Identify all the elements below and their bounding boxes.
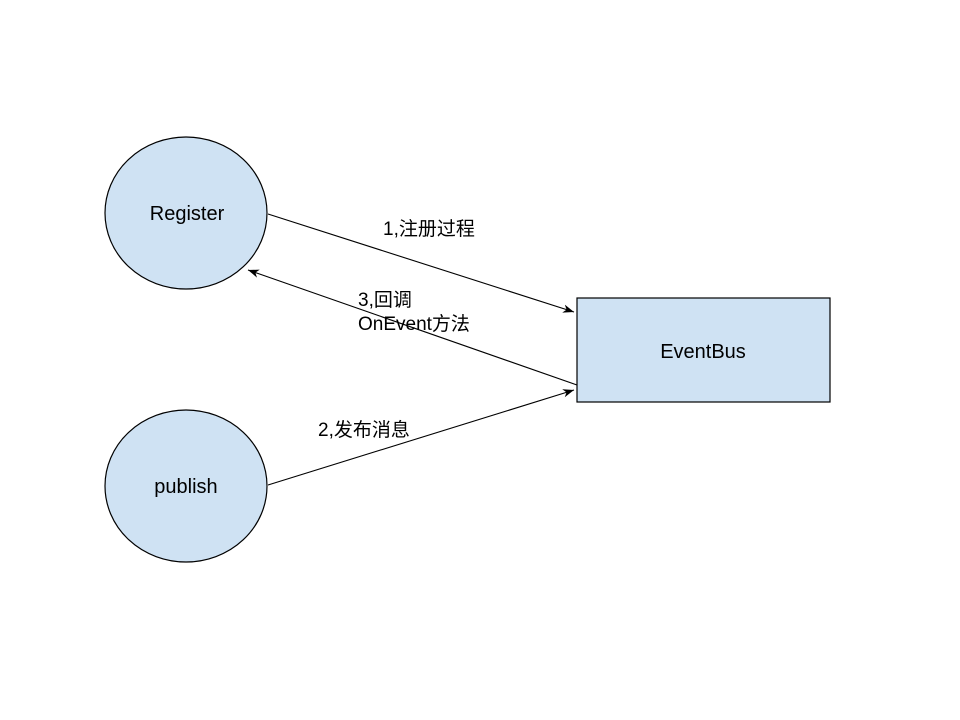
node-publish-shape — [104, 409, 268, 563]
node-register-label: Register — [150, 203, 225, 225]
node-eventbus-label: EventBus — [660, 341, 746, 363]
edge-3-label-line1: 3,回调 — [358, 289, 412, 311]
node-eventbus-shape — [576, 297, 831, 403]
edge-publish-to-eventbus — [267, 389, 575, 486]
node-register-shape — [104, 136, 268, 290]
label-layer: Register publish EventBus 1,注册过程 2,发布消息 … — [150, 203, 746, 498]
edge-2-label: 2,发布消息 — [318, 419, 410, 441]
edge-1-label: 1,注册过程 — [383, 218, 475, 240]
node-layer — [104, 136, 831, 563]
edge-layer — [247, 213, 578, 486]
edge-eventbus-to-register — [247, 269, 578, 386]
edge-3-label-line2: OnEvent方法 — [358, 313, 470, 335]
edge-register-to-eventbus — [267, 213, 575, 313]
node-publish-label: publish — [154, 476, 217, 498]
